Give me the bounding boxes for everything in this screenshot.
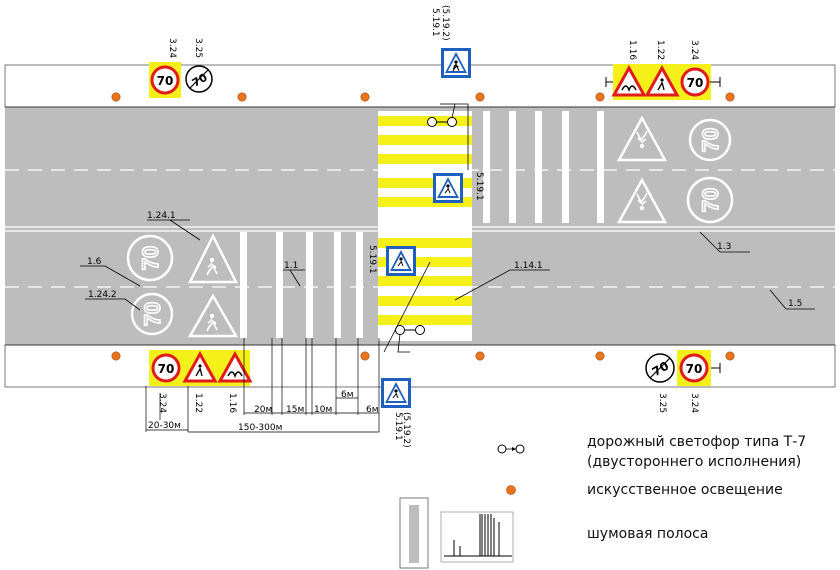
svg-text:70: 70 [686,362,703,376]
legend-rumble-strip-icon [399,497,514,569]
svg-text:5.19.1: 5.19.1 [430,8,440,37]
svg-text:10м: 10м [314,405,332,415]
rumble-strips-left [240,232,363,338]
svg-text:70: 70 [157,74,174,88]
legend-lighting-text: искусственное освещение [587,482,783,498]
svg-text:70: 70 [698,128,723,152]
svg-text:70: 70 [687,76,704,90]
svg-text:70: 70 [698,188,723,212]
svg-text:70: 70 [140,302,165,326]
crosswalk-sign-icon [381,378,411,408]
svg-text:3.24: 3.24 [689,40,699,60]
svg-text:5.19.1: 5.19.1 [474,172,484,201]
svg-text:5.19.1: 5.19.1 [393,412,403,441]
dimension-lines [145,338,380,433]
svg-text:5.19.1: 5.19.1 [367,245,377,274]
svg-text:1.22: 1.22 [655,40,665,60]
traffic-light-t7-icon [427,103,469,170]
legend-rumble-text: шумовая полоса [587,526,708,542]
legend-lamp-icon [506,485,516,495]
road-marking-right: 70 70 [616,115,734,224]
label-1-5: 1.5 [788,299,802,309]
svg-text:1.16: 1.16 [627,40,637,60]
label-1-3: 1.3 [717,242,731,252]
svg-text:15м: 15м [286,405,304,415]
end-speed-limit-sign-3-25: 70 [185,65,213,93]
svg-text:3.25: 3.25 [193,38,203,58]
label-1-1: 1.1 [284,261,298,271]
marking-labels: 1.24.1 1.6 1.24.2 1.1 1.14.1 1.3 1.5 [80,211,815,311]
svg-text:6м: 6м [341,390,354,400]
crosswalk-sign-icon [386,246,416,276]
legend-traffic-light-text: дорожный светофор типа Т-7 [587,434,806,450]
svg-text:20м: 20м [254,405,272,415]
dimension-labels: 20м 15м 10м 6м 6м 20-30м 150-300м [148,390,379,433]
rumble-strips-right [483,111,604,223]
label-1-24-1: 1.24.1 [147,211,176,221]
svg-text:3.24: 3.24 [157,393,167,413]
sign-labels: 5.19.1 (5.19.2) 5.19.1 5.19.1 5.19.1 (5.… [157,5,699,448]
zebra-crossing [378,111,472,341]
legend: дорожный светофор типа Т-7 (двустороннег… [399,434,806,569]
svg-text:150-300м: 150-300м [238,423,282,433]
svg-text:3.25: 3.25 [657,393,667,413]
svg-text:1.16: 1.16 [227,393,237,413]
svg-text:70: 70 [158,362,175,376]
warning-signs-top-right: 70 [605,64,721,100]
end-speed-limit-sign-3-25: 70 [645,353,675,383]
svg-text:(5.19.2): (5.19.2) [401,412,411,448]
label-1-14-1: 1.14.1 [514,261,543,271]
label-1-6: 1.6 [87,257,102,267]
road-marking-1-24-1-left [187,233,239,338]
svg-text:(5.19.2): (5.19.2) [440,5,450,41]
warning-signs-bottom-left: 70 [149,350,253,386]
legend-traffic-light-text-2: (двустороннего исполнения) [587,454,801,470]
traffic-light-t7-icon [383,261,431,353]
speed-limit-sign-3-24: 70 [677,350,721,386]
speed-limit-sign-3-24: 70 [149,62,181,98]
label-1-24-2: 1.24.2 [88,290,117,300]
svg-text:70: 70 [138,246,163,270]
crosswalk-sign-icon [433,173,463,203]
svg-text:1.22: 1.22 [193,393,203,413]
svg-text:3.24: 3.24 [167,38,177,58]
svg-text:6м: 6м [366,405,379,415]
road-marking-1-24-2-left: 70 70 [126,234,174,336]
svg-text:20-30м: 20-30м [148,421,181,431]
svg-text:3.24: 3.24 [689,393,699,413]
legend-traffic-light-icon [497,444,525,454]
